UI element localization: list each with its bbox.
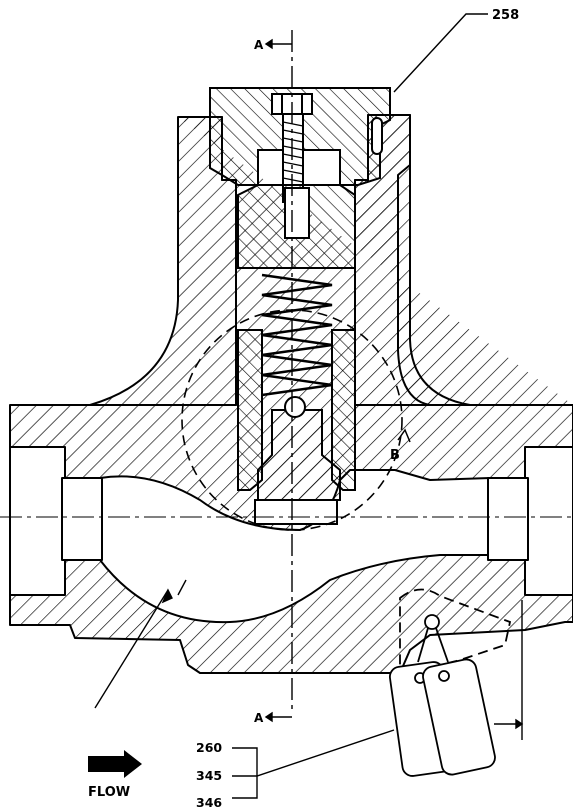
disc-seat (254, 499, 338, 525)
bonnet-cover (209, 87, 391, 203)
detail-b-label: B (390, 448, 400, 463)
right-socket (487, 477, 529, 561)
right-end-recess (524, 446, 573, 596)
piston-skirt-right (331, 329, 356, 491)
spring (261, 273, 333, 397)
left-socket (61, 477, 103, 561)
ref-346-label: 346 (196, 795, 222, 810)
leader-bottom-left (94, 589, 169, 709)
ref-345-label: 345 (196, 768, 222, 783)
leader-lines (94, 13, 524, 799)
section-line-a (264, 30, 293, 723)
right-arrow-icon (88, 750, 142, 778)
flow-label: FLOW (88, 785, 130, 800)
bracket-260-346 (232, 747, 258, 799)
leader-345 (232, 729, 395, 777)
id-tag-right (422, 658, 496, 776)
tag-plate-region (399, 588, 512, 671)
cover-pin (371, 117, 383, 155)
left-end-recess (9, 446, 66, 596)
flow-passage (59, 469, 491, 624)
tag-hanger-hole (424, 614, 440, 630)
piston-bore (284, 187, 310, 239)
ref-260-label: 260 (196, 740, 222, 755)
detail-b-arrow (397, 428, 411, 443)
section-a-bottom-label: A (254, 711, 264, 725)
leader-258 (393, 13, 488, 93)
id-tag-assembly (389, 588, 512, 777)
left-neck-contour (89, 116, 237, 406)
section-a-top-label: A (254, 38, 264, 52)
check-ball (284, 396, 306, 418)
ref-258-label: 258 (492, 8, 519, 23)
piston-skirt-left (237, 329, 263, 491)
disc-stem (257, 409, 341, 501)
piston-assembly (237, 184, 356, 525)
